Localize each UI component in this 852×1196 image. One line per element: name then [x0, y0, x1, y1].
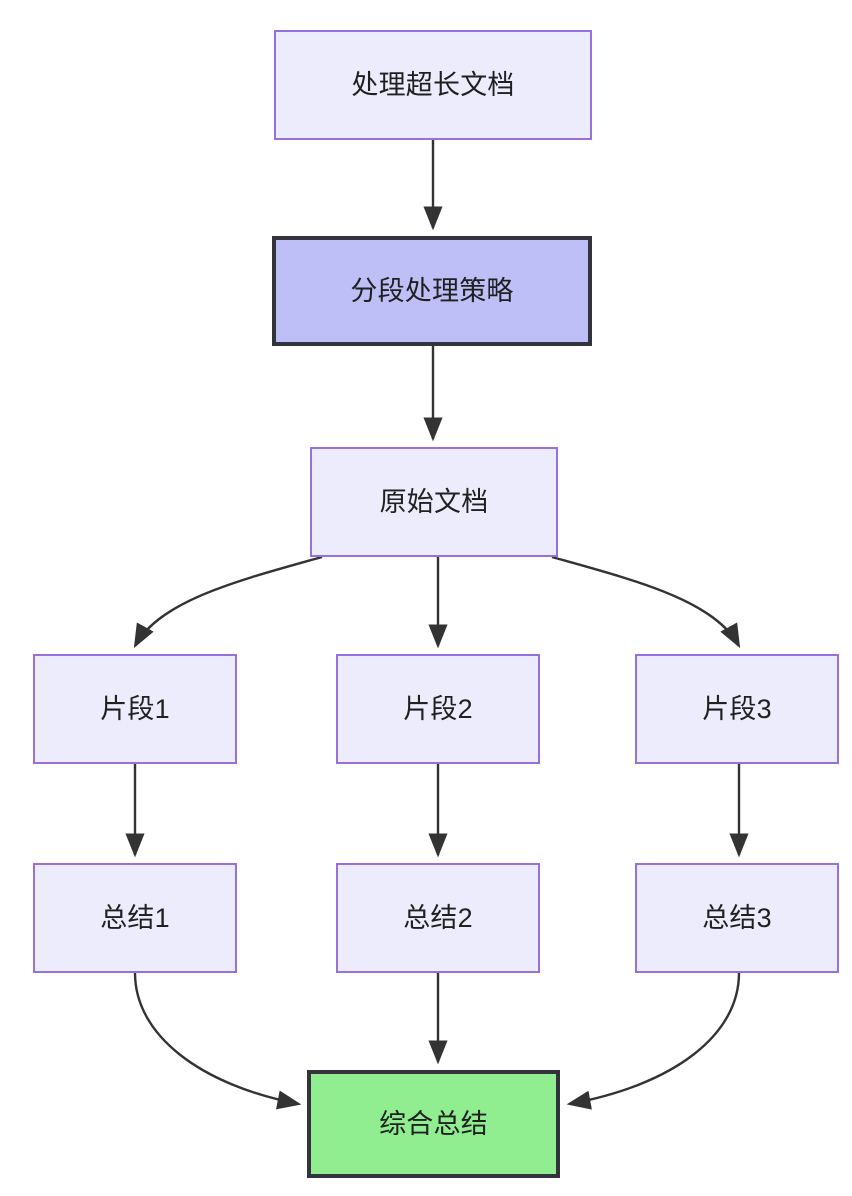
- node-final-summary-label: 综合总结: [379, 1108, 488, 1139]
- node-summary-1-label: 总结1: [100, 902, 170, 933]
- node-source-doc-label: 原始文档: [379, 486, 489, 517]
- node-fragment-2-label: 片段2: [403, 693, 473, 724]
- node-summary-2[interactable]: 总结2: [336, 863, 540, 973]
- edge-summary-1-to-final-summary: [133, 972, 302, 1110]
- node-long-doc-label: 处理超长文档: [351, 69, 515, 100]
- node-final-summary[interactable]: 综合总结: [307, 1070, 560, 1178]
- node-chunk-strategy[interactable]: 分段处理策略: [272, 236, 592, 346]
- node-summary-1[interactable]: 总结1: [33, 863, 237, 973]
- edge-summary-3-to-final-summary: [566, 972, 741, 1110]
- node-fragment-3-label: 片段3: [702, 693, 772, 724]
- edge-source-doc-to-fragment-1: [133, 555, 323, 649]
- node-chunk-strategy-label: 分段处理策略: [350, 275, 514, 306]
- node-summary-3[interactable]: 总结3: [635, 863, 839, 973]
- node-fragment-1-label: 片段1: [100, 693, 170, 724]
- node-fragment-2[interactable]: 片段2: [336, 654, 540, 764]
- node-summary-2-label: 总结2: [403, 902, 473, 933]
- edge-source-doc-to-fragment-3: [551, 555, 741, 649]
- node-summary-3-label: 总结3: [702, 902, 772, 933]
- node-fragment-3[interactable]: 片段3: [635, 654, 839, 764]
- node-long-doc[interactable]: 处理超长文档: [274, 30, 592, 140]
- node-source-doc[interactable]: 原始文档: [310, 447, 558, 557]
- node-fragment-1[interactable]: 片段1: [33, 654, 237, 764]
